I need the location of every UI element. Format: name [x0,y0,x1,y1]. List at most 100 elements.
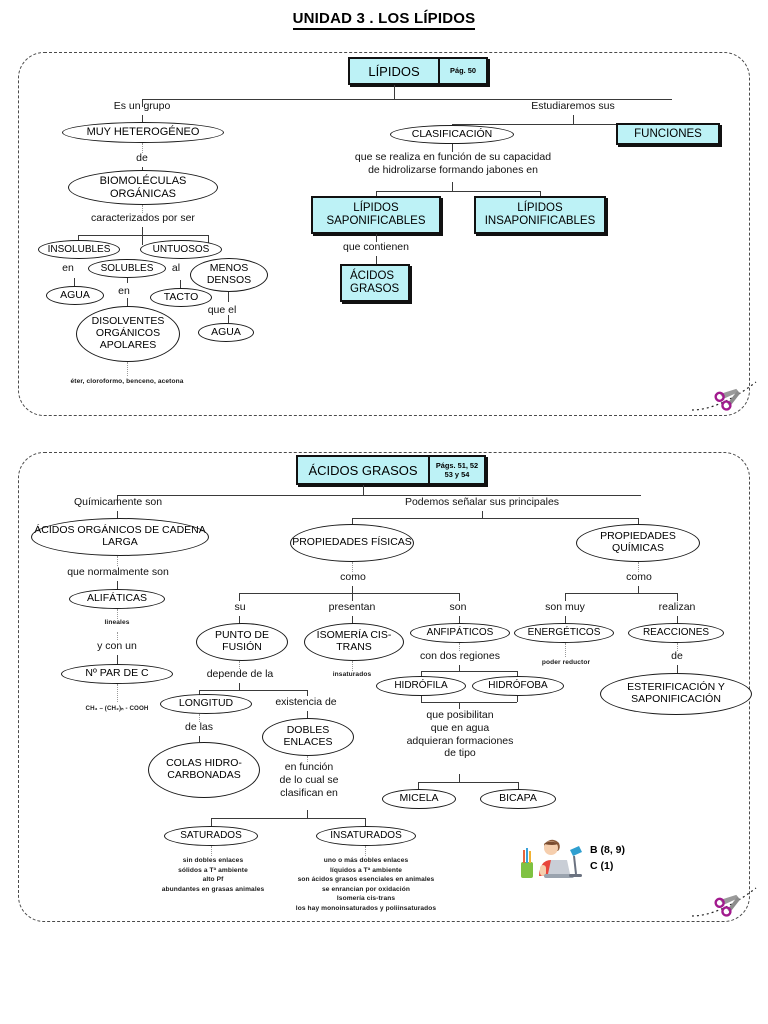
page-title-text: UNIDAD 3 . LOS LÍPIDOS [292,10,476,30]
node-propiedades-quimicas[interactable]: PROPIEDADES QUÍMICAS [576,524,700,562]
link-label-en-1: en [62,262,74,274]
acidos-grasos-header: ÁCIDOS GRASOS Págs. 51, 52 53 y 54 [296,455,486,485]
connector [142,235,143,245]
connector [239,593,240,601]
connector [199,736,200,742]
node-anfipaticos[interactable]: ANFIPÁTICOS [410,623,510,643]
link-label-que-posibilitan: que posibilitan que en agua adquieran fo… [406,709,514,760]
connector [142,227,143,235]
node-bicapa[interactable]: BICAPA [480,789,556,809]
connector [78,235,208,236]
lipidos-title-box[interactable]: LÍPIDOS [348,57,440,85]
node-disolventes-organicos-apolares[interactable]: DISOLVENTES ORGÁNICOS APOLARES [76,306,180,362]
connector-dashed [142,205,143,213]
node-insolubles[interactable]: INSOLUBLES [38,240,120,259]
node-agua-insolubles[interactable]: AGUA [46,286,104,305]
node-insaturados[interactable]: INSATURADOS [316,826,416,846]
connector [459,774,460,782]
node-lipidos-insaponificables[interactable]: LÍPIDOS INSAPONIFICABLES [474,196,606,234]
connector-dashed [117,556,118,566]
node-esterificacion-saponificacion[interactable]: ESTERIFICACIÓN Y SAPONIFICACIÓN [600,673,752,715]
link-label-en-funcion: en función de lo cual se clasifican en [279,761,339,799]
node-tacto[interactable]: TACTO [150,288,212,307]
node-hidrofila[interactable]: HIDRÓFILA [376,676,466,696]
node-menos-densos[interactable]: MENOS DENSOS [190,258,268,292]
connector [565,616,566,624]
connector [677,593,678,601]
node-hidrofoba[interactable]: HIDRÓFOBA [472,676,564,696]
connector [199,690,307,691]
student-at-laptop-icon [520,832,584,891]
connector [142,99,143,107]
connector [211,818,212,826]
node-propiedades-fisicas[interactable]: PROPIEDADES FÍSICAS [290,524,414,562]
connector [517,671,518,677]
node-longitud[interactable]: LONGITUD [160,694,252,714]
connector-dashed [117,609,118,619]
node-funciones[interactable]: FUNCIONES [616,123,720,145]
link-label-que-normalmente-son: que normalmente son [67,566,169,578]
connector-dashed [459,643,460,651]
link-label-existencia-de: existencia de [275,696,337,708]
node-muy-heterogeneo[interactable]: MUY HETEROGÉNEO [62,122,224,143]
cut-line-panel-1 [690,380,760,427]
node-dobles-enlaces[interactable]: DOBLES ENLACES [262,718,354,756]
connector [518,782,519,789]
lipidos-pages-label: Pág. 50 [450,66,476,76]
node-saturados[interactable]: SATURADOS [164,826,258,846]
connector-dashed [565,643,566,657]
acidos-grasos-title-label: ÁCIDOS GRASOS [308,462,418,478]
connector [421,671,517,672]
note-saturados-detail: sin dobles enlaces sólidos a Tª ambiente… [161,857,265,893]
connector-dashed [638,562,639,572]
connector [459,616,460,624]
link-label-depende-de-la: depende de la [206,668,274,680]
node-agua-densos[interactable]: AGUA [198,323,254,342]
node-reacciones[interactable]: REACCIONES [628,623,724,643]
connector [565,593,566,601]
connector [418,782,419,789]
link-label-que-el: que el [207,304,237,316]
connector [228,315,229,323]
connector [239,616,240,624]
node-energeticos[interactable]: ENERGÉTICOS [514,623,614,643]
link-label-como-fisicas: como [340,571,366,583]
connector [239,683,240,690]
link-label-son: son [449,601,467,613]
connector [307,690,308,696]
connector [517,696,518,702]
page-title: UNIDAD 3 . LOS LÍPIDOS [0,10,768,30]
connector [352,518,353,526]
connector [418,782,518,783]
connector [74,278,75,286]
connector [421,702,517,703]
node-isomeria-cis-trans[interactable]: ISOMERÍA CIS-TRANS [304,623,404,661]
connector [142,99,672,100]
link-label-caracterizados: caracterizados por ser [91,212,195,224]
link-label-al: al [171,262,181,274]
link-label-que-contienen: que contienen [343,241,409,253]
connector [677,616,678,624]
note-lineales: lineales [104,619,130,626]
connector [117,511,118,520]
node-colas-hidrocarbonadas[interactable]: COLAS HIDRO- CARBONADAS [148,742,260,798]
connector [117,581,118,589]
node-biomoleculas-organicas[interactable]: BIOMOLÉCULAS ORGÁNICAS [68,170,218,205]
node-clasificacion[interactable]: CLASIFICACIÓN [390,125,514,144]
node-untuosos[interactable]: UNTUOSOS [140,240,222,259]
acidos-grasos-title-box[interactable]: ÁCIDOS GRASOS [296,455,430,485]
scissors-icon [691,381,757,411]
node-lipidos-saponificables[interactable]: LÍPIDOS SAPONIFICABLES [311,196,441,234]
node-acidos-organicos-cadena-larga[interactable]: ÁCIDOS ORGÁNICOS DE CADENA LARGA [31,518,209,556]
link-label-quimicamente-son: Químicamente son [73,496,163,508]
node-alifaticas[interactable]: ALIFÁTICAS [69,589,165,609]
node-micela[interactable]: MICELA [382,789,456,809]
node-numero-par-de-c[interactable]: Nº PAR DE C [61,664,173,684]
connector [199,690,200,696]
link-label-estudiaremos: Estudiaremos sus [531,100,615,112]
connector-dashed [352,562,353,572]
node-solubles[interactable]: SOLUBLES [88,259,166,278]
node-acidos-grasos-p1[interactable]: ÁCIDOS GRASOS [340,264,410,302]
note-formula-acido-graso: CH₃ – (CH₂)ₙ - COOH [85,705,149,712]
node-punto-de-fusion[interactable]: PUNTO DE FUSIÓN [196,623,288,661]
